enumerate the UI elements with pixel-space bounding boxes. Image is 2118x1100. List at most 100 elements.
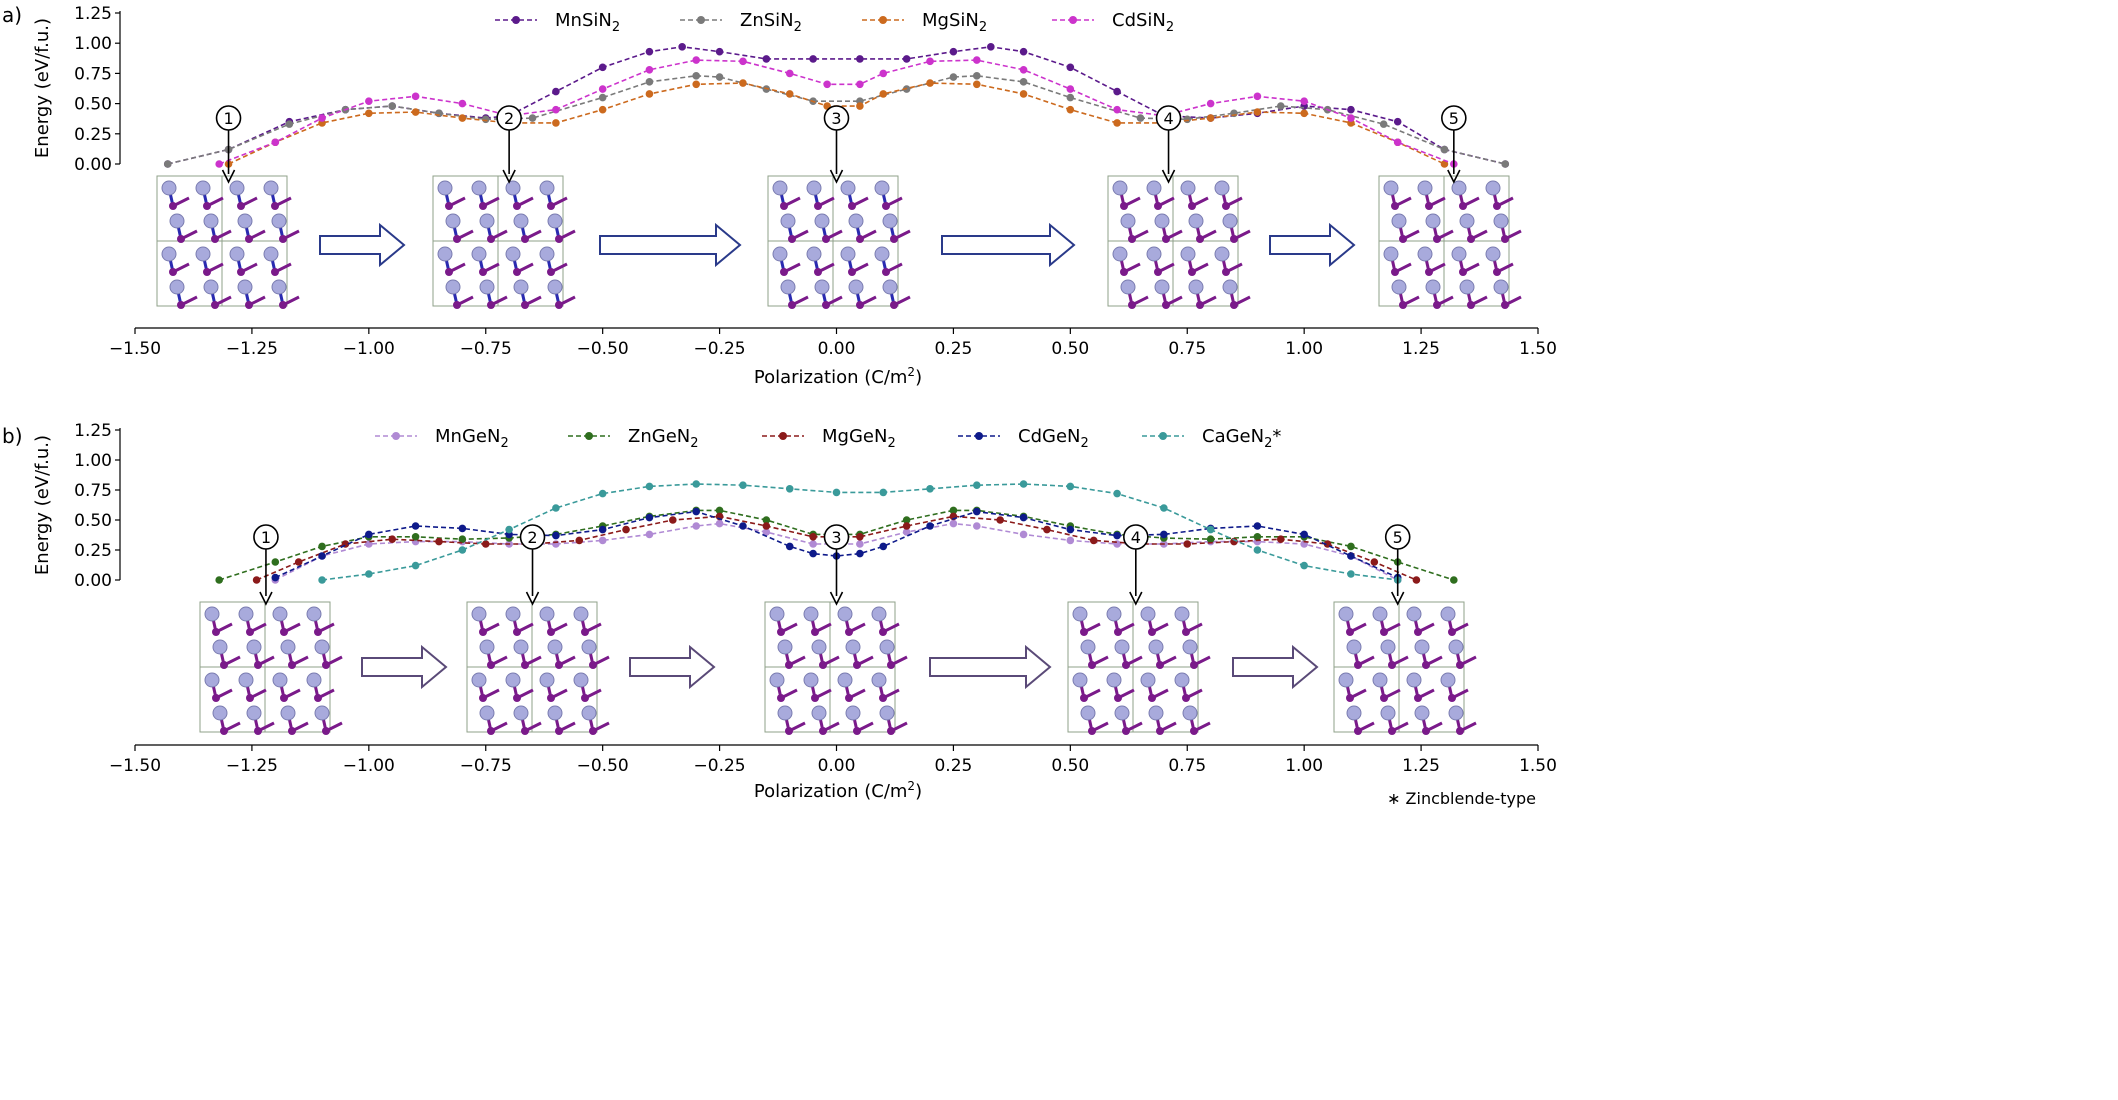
nitrogen-atom	[1440, 606, 1456, 622]
panel-a: a) Energy (eV/f.u.) Polarization (C/m2) …	[2, 3, 1557, 388]
data-point-MgGeN2	[856, 533, 864, 541]
marker-arrow-head	[829, 169, 844, 184]
nitrogen-atom	[229, 180, 245, 196]
y-tick-label: 0.25	[74, 541, 112, 561]
metal-atom	[487, 661, 495, 669]
nitrogen-atom	[1406, 672, 1422, 688]
nitrogen-atom	[573, 672, 589, 688]
nitrogen-atom	[845, 639, 861, 655]
data-point-MgSiN2	[645, 90, 654, 98]
nitrogen-atom	[1182, 705, 1198, 721]
nitrogen-atom	[547, 279, 563, 295]
data-point-MnGeN2	[973, 522, 981, 530]
data-point-CdSiN2	[1113, 105, 1121, 114]
data-point-MnGeN2	[1066, 536, 1075, 545]
metal-atom	[1088, 727, 1096, 735]
metal-atom	[211, 301, 219, 309]
metal-atom	[513, 202, 521, 210]
data-point-MnSiN2	[1113, 87, 1121, 96]
nitrogen-atom	[513, 705, 529, 721]
x-tick-label: 0.75	[1168, 756, 1206, 776]
metal-atom	[1425, 202, 1433, 210]
series-line-MgGeN2	[256, 515, 1417, 581]
nitrogen-atom	[803, 606, 819, 622]
metal-atom	[322, 661, 330, 669]
data-point-MnSiN2	[1347, 105, 1355, 114]
data-point-MnSiN2	[809, 55, 817, 63]
nitrogen-atom	[1406, 606, 1422, 622]
nitrogen-atom	[879, 705, 895, 721]
nitrogen-atom	[769, 606, 785, 622]
nitrogen-atom	[1182, 639, 1198, 655]
nitrogen-atom	[874, 246, 890, 262]
nitrogen-atom	[280, 639, 296, 655]
metal-atom	[1414, 628, 1422, 636]
x-tick-label: 1.50	[1519, 339, 1557, 359]
metal-atom	[521, 727, 529, 735]
crystal-structure-4	[1067, 601, 1211, 735]
metal-atom	[811, 694, 819, 702]
data-point-ZnSiN2	[528, 114, 537, 122]
metal-atom	[1388, 661, 1396, 669]
metal-atom	[581, 628, 589, 636]
metal-atom	[279, 301, 287, 309]
metal-atom	[1456, 661, 1464, 669]
nitrogen-atom	[505, 180, 521, 196]
metal-atom	[521, 301, 529, 309]
nitrogen-atom	[1440, 672, 1456, 688]
panel-a-curves	[163, 43, 1510, 168]
nitrogen-atom	[879, 639, 895, 655]
x-tick-label: 1.25	[1402, 756, 1440, 776]
nitrogen-atom	[169, 213, 185, 229]
crystal-structure-3	[764, 601, 908, 735]
data-point-MgSiN2	[1066, 105, 1075, 114]
state-marker: 4	[1123, 524, 1149, 606]
nitrogen-atom	[1380, 705, 1396, 721]
metal-atom	[1391, 268, 1399, 276]
nitrogen-atom	[445, 213, 461, 229]
nitrogen-atom	[1493, 279, 1509, 295]
data-point-CdGeN2	[1160, 530, 1168, 539]
data-point-CdSiN2	[926, 57, 934, 66]
data-point-ZnSiN2	[388, 102, 397, 110]
data-point-CaGeN2	[1160, 504, 1168, 512]
metal-atom	[1162, 301, 1170, 309]
legend-label-CdSiN2: CdSiN2	[1112, 10, 1174, 35]
panel-a-ylabel: Energy (eV/f.u.)	[32, 18, 53, 158]
data-point-ZnSiN2	[645, 78, 654, 86]
metal-atom	[777, 628, 785, 636]
data-point-ZnSiN2	[973, 72, 981, 80]
metal-atom	[1425, 268, 1433, 276]
nitrogen-atom	[1222, 279, 1238, 295]
metal-atom	[513, 694, 521, 702]
data-point-MnSiN2	[1393, 117, 1402, 126]
data-point-MnSiN2	[902, 55, 911, 63]
panel-b-xlabel: Polarization (C/m2)	[754, 779, 922, 802]
nitrogen-atom	[882, 213, 898, 229]
metal-atom	[246, 694, 254, 702]
nitrogen-atom	[212, 639, 228, 655]
data-point-MgSiN2	[458, 114, 467, 122]
data-point-MgGeN2	[252, 576, 261, 584]
data-point-CdGeN2	[926, 522, 934, 530]
metal-atom	[879, 628, 887, 636]
data-point-ZnSiN2	[692, 72, 700, 80]
transition-arrow	[361, 644, 448, 690]
data-point-CdSiN2	[1300, 97, 1308, 105]
metal-atom	[785, 727, 793, 735]
nitrogen-atom	[1383, 246, 1399, 262]
legend-label-ZnGeN2: ZnGeN2	[628, 426, 699, 451]
data-point-CdSiN2	[271, 138, 280, 147]
data-point-CdGeN2	[973, 507, 981, 516]
data-point-CaGeN2	[411, 561, 420, 570]
metal-atom	[1190, 727, 1198, 735]
marker-number: 1	[261, 528, 271, 547]
metal-atom	[237, 202, 245, 210]
data-point-ZnSiN2	[1230, 109, 1238, 118]
metal-atom	[453, 235, 461, 243]
metal-atom	[1467, 301, 1475, 309]
data-point-CdSiN2	[692, 56, 700, 64]
nitrogen-atom	[204, 672, 220, 688]
x-tick-label: −1.50	[109, 339, 161, 359]
metal-atom	[1391, 202, 1399, 210]
